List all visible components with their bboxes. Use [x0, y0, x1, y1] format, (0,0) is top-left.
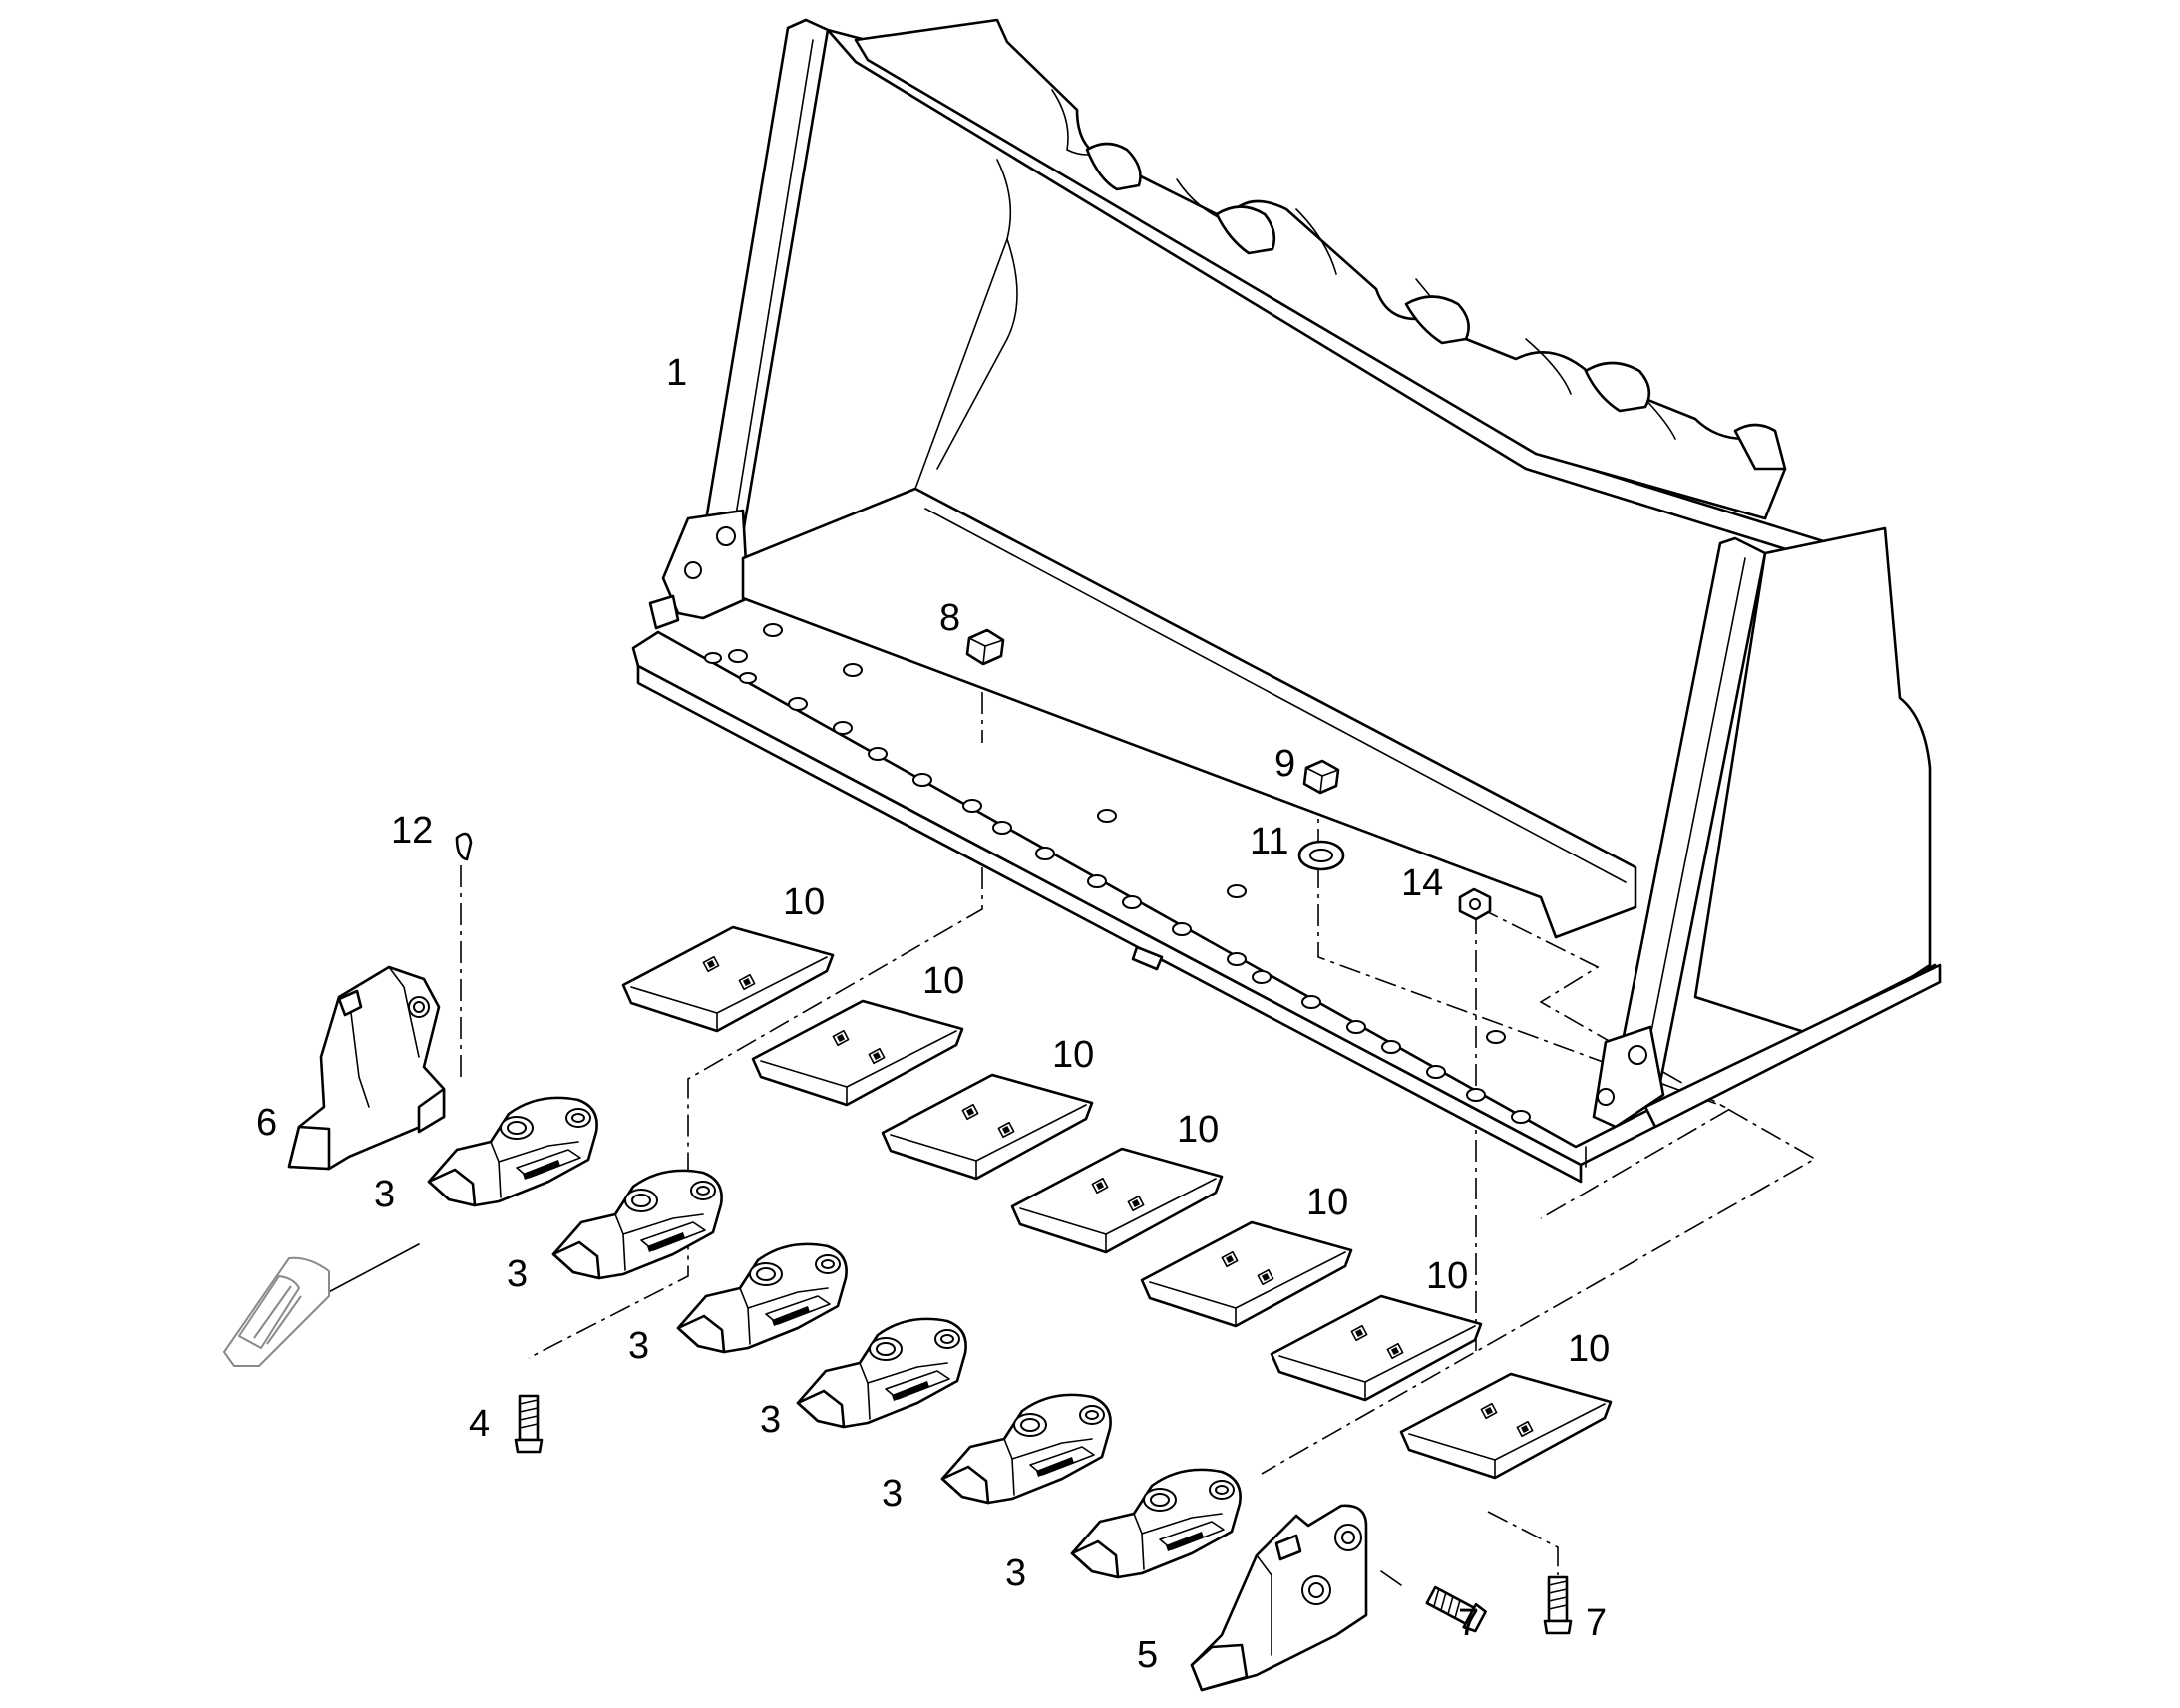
washer-11: [1297, 840, 1345, 871]
nut-8: [965, 628, 1005, 666]
callout-3d: 3: [760, 1399, 781, 1441]
callout-3c: 3: [628, 1325, 649, 1367]
callout-3a: 3: [374, 1174, 395, 1215]
callout-3f: 3: [1005, 1552, 1026, 1594]
callout-10f: 10: [1426, 1255, 1468, 1297]
corner-adapter-5: [1190, 1504, 1368, 1692]
callout-12: 12: [391, 810, 433, 852]
callout-10b: 10: [922, 960, 964, 1002]
nut-14: [1458, 887, 1492, 921]
callout-10e: 10: [1306, 1182, 1348, 1223]
bolt-4: [514, 1394, 544, 1454]
callout-10g: 10: [1568, 1328, 1610, 1370]
tooth: [223, 1256, 330, 1367]
assembly-lines: [320, 616, 1817, 1586]
callout-7a: 7: [1458, 1602, 1479, 1644]
bolt-7-right: [1543, 1575, 1573, 1635]
callouts: 1 8 9 11 14 12 6 3 3 3 3 3 3 4 5 7 7 10 …: [256, 352, 1610, 1676]
callout-7b: 7: [1586, 1602, 1607, 1644]
callout-5: 5: [1137, 1634, 1158, 1676]
callout-1: 1: [666, 352, 687, 394]
callout-10a: 10: [783, 881, 825, 923]
callout-10c: 10: [1052, 1034, 1094, 1076]
callout-11: 11: [1250, 821, 1288, 862]
pin-12: [455, 832, 473, 861]
callout-9: 9: [1274, 743, 1295, 785]
callout-8: 8: [939, 597, 960, 639]
callout-6: 6: [256, 1102, 277, 1144]
callout-14: 14: [1401, 862, 1443, 904]
callout-10d: 10: [1177, 1109, 1219, 1151]
edge-holes: [704, 623, 1531, 1124]
corner-adapter-6: [287, 965, 446, 1171]
callout-3b: 3: [507, 1253, 528, 1295]
callout-3e: 3: [882, 1473, 903, 1515]
callout-4: 4: [469, 1403, 490, 1445]
bucket: [631, 18, 1942, 1184]
nut-9: [1302, 759, 1340, 795]
